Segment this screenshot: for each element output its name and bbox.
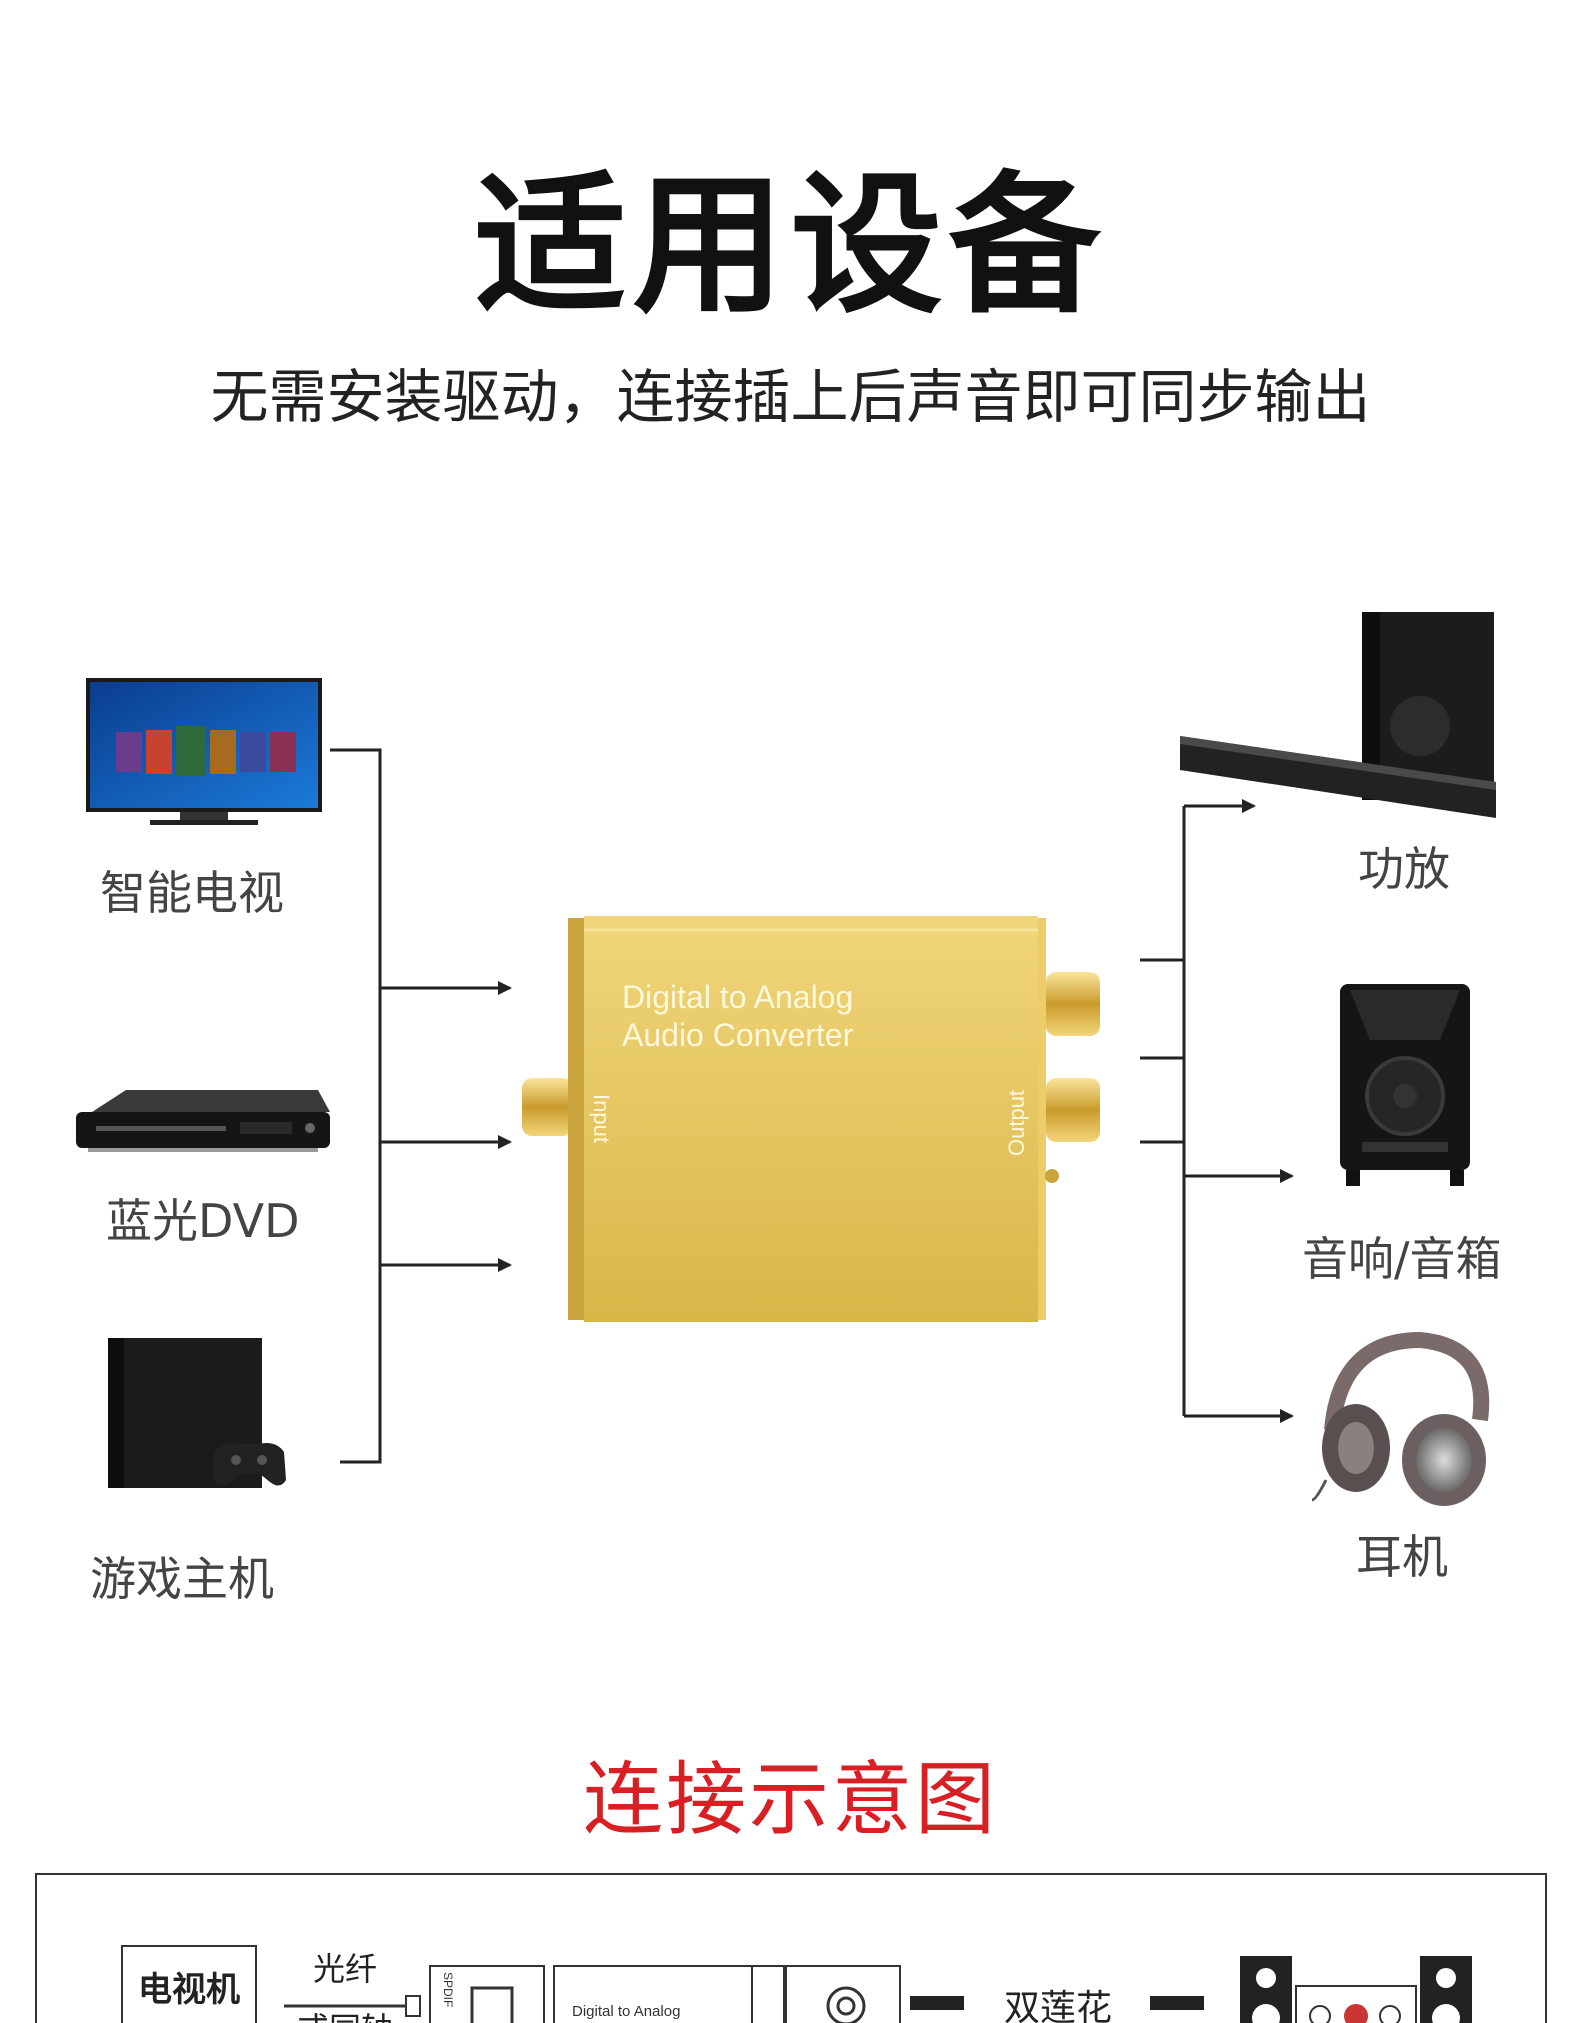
input-device-label-smart-tv: 智能电视 bbox=[100, 866, 284, 920]
input-device-label-console: 游戏主机 bbox=[90, 1552, 274, 1606]
game-console-icon bbox=[108, 1338, 286, 1488]
input-device-label-dvd: 蓝光DVD bbox=[106, 1194, 300, 1248]
audio-converter-icon bbox=[522, 916, 1100, 1322]
converter-box bbox=[553, 1965, 785, 2023]
connection-schematic bbox=[35, 1873, 1547, 2023]
page-title: 适用设备 bbox=[474, 157, 1107, 334]
tv-box bbox=[121, 1945, 257, 2023]
converter-label-line1: Digital to Analog bbox=[622, 979, 853, 1015]
headphones-icon bbox=[1311, 1331, 1490, 1506]
soundbar-subwoofer-icon bbox=[1180, 612, 1496, 818]
tv-label: 电视机 bbox=[138, 1970, 240, 2010]
rca-output-jack-top bbox=[1046, 972, 1100, 1036]
output-device-label-amplifier: 功放 bbox=[1358, 842, 1450, 896]
speaker-icon bbox=[1340, 984, 1470, 1186]
schematic-converter-label: Digital to Analog bbox=[572, 2003, 680, 2020]
output-device-label-speaker: 音响/音箱 bbox=[1302, 1232, 1502, 1286]
converter-label-line2: Audio Converter bbox=[622, 1017, 854, 1053]
output-device-label-headphones: 耳机 bbox=[1356, 1530, 1448, 1584]
rca-output-jack-bottom bbox=[1046, 1078, 1100, 1142]
smart-tv-icon bbox=[86, 678, 322, 825]
input-connector-lines bbox=[330, 748, 512, 1464]
spdif-label: SPDIF bbox=[441, 1972, 455, 2007]
optical-input-jack bbox=[522, 1078, 572, 1136]
converter-output-label: Output bbox=[1004, 1090, 1029, 1156]
optical-label: 光纤 bbox=[313, 1950, 377, 1988]
coax-label: 或同轴 bbox=[297, 2010, 393, 2023]
dvd-player-icon bbox=[76, 1090, 330, 1152]
output-connector-lines bbox=[1140, 799, 1294, 1423]
rca-label: 双莲花 bbox=[1004, 1988, 1112, 2023]
converter-input-label: Input bbox=[589, 1094, 614, 1143]
connection-diagram-title: 连接示意图 bbox=[583, 1753, 998, 1846]
page-subtitle: 无需安装驱动，连接插上后声音即可同步输出 bbox=[210, 363, 1371, 431]
